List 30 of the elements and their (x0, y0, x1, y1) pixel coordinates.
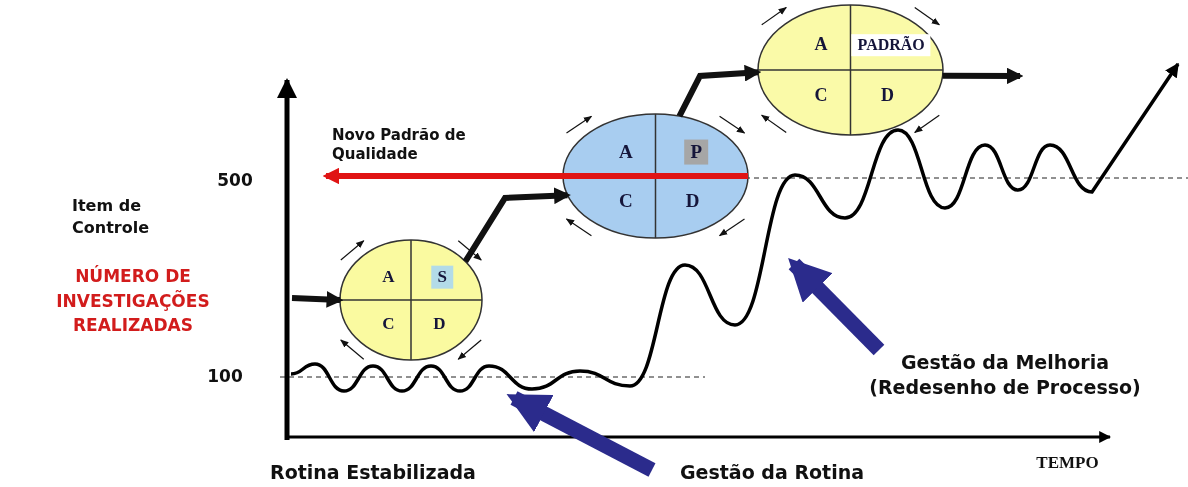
annotation-text: Gestão da Rotina (652, 460, 892, 485)
quadrant-letter: PADRÃO (851, 34, 931, 57)
pdca-circle (340, 240, 482, 360)
axis-label: 500 (216, 170, 254, 191)
pdca-circle (758, 5, 943, 135)
axis-label: 100 (206, 366, 244, 387)
quadrant-letter: D (881, 86, 894, 106)
pdca-circle (563, 114, 748, 238)
arrow (676, 64, 762, 118)
arrow (788, 258, 885, 356)
quadrant-letter: S (431, 265, 453, 289)
arrow (942, 67, 1024, 85)
axis-label: Rotina Estabilizada (270, 461, 477, 484)
arrow (291, 291, 344, 308)
quadrant-letter: D (685, 190, 700, 212)
annotation-text: Gestão da Melhoria (Redesenho de Processo) (855, 350, 1155, 400)
axis-label: NÚMERO DE INVESTIGAÇÕES REALIZADAS (55, 264, 211, 338)
quadrant-letter: A (382, 267, 395, 287)
quadrant-letter: C (814, 86, 828, 106)
axis-label: Item de Controle (72, 195, 150, 239)
arrow (506, 391, 656, 477)
quadrant-letter: C (382, 314, 395, 334)
axis-label: TEMPO (1035, 453, 1100, 474)
arrow (462, 187, 571, 263)
quadrant-letter: P (684, 140, 708, 165)
arrow (322, 167, 748, 185)
quadrant-letter: A (619, 142, 633, 163)
quadrant-letter: A (814, 35, 828, 56)
quadrant-letter: D (433, 314, 446, 334)
quadrant-letter: C (619, 190, 633, 212)
